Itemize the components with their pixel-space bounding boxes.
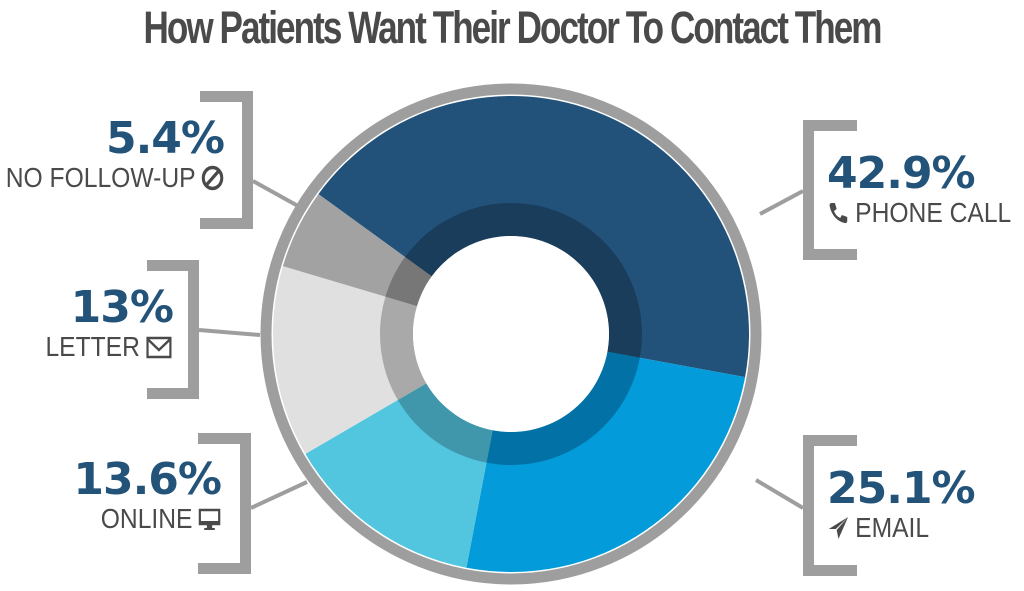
donut-hole [413, 236, 609, 432]
envelope-icon [146, 336, 172, 359]
connector-email [754, 478, 805, 510]
percent-value: 42.9% [827, 148, 976, 199]
bracket-phone-call [803, 120, 857, 260]
connector-no-follow-up [252, 179, 299, 208]
inner-band-email [486, 351, 640, 465]
inner-band-letter [380, 296, 427, 400]
bracket-email [803, 435, 857, 576]
bracket-no-follow-up [200, 91, 253, 229]
connector-phone-call [759, 189, 804, 216]
category-label: PHONE CALL [855, 197, 1012, 228]
donut-inner-band [380, 203, 642, 465]
callout-online: 13.6% ONLINE [73, 454, 222, 535]
category-label: NO FOLLOW-UP [5, 162, 196, 193]
slice-email [466, 351, 746, 572]
chart-title: How Patients Want Their Doctor To Contac… [143, 2, 882, 53]
phone-icon [829, 203, 848, 224]
percent-value: 13% [70, 282, 174, 333]
monitor-icon [198, 508, 221, 530]
callout-phone-call: 42.9% PHONE CALL [827, 151, 1024, 229]
callout-no-follow-up: 5.4% NO FOLLOW-UP [0, 113, 225, 194]
category-label: EMAIL [855, 512, 930, 543]
category-label: ONLINE [101, 503, 193, 534]
inner-band-online [397, 383, 493, 463]
bracket-letter [147, 260, 199, 399]
outer-ring [260, 83, 762, 585]
connector-letter [198, 328, 261, 337]
connector-lines [198, 179, 805, 510]
brackets [147, 91, 857, 576]
bracket-online [198, 433, 251, 574]
no-entry-icon [201, 165, 224, 191]
percent-value: 13.6% [73, 454, 222, 505]
category-label: LETTER [45, 331, 140, 362]
connector-online [250, 480, 308, 510]
callout-email: 25.1% EMAIL [827, 463, 976, 544]
paper-plane-icon [828, 517, 849, 539]
inner-band-no-follow-up [385, 257, 432, 307]
percent-value: 5.4% [105, 113, 225, 164]
percent-value: 25.1% [827, 463, 976, 514]
callout-letter: 13% LETTER [28, 282, 174, 363]
inner-band-phone-call [405, 203, 642, 358]
